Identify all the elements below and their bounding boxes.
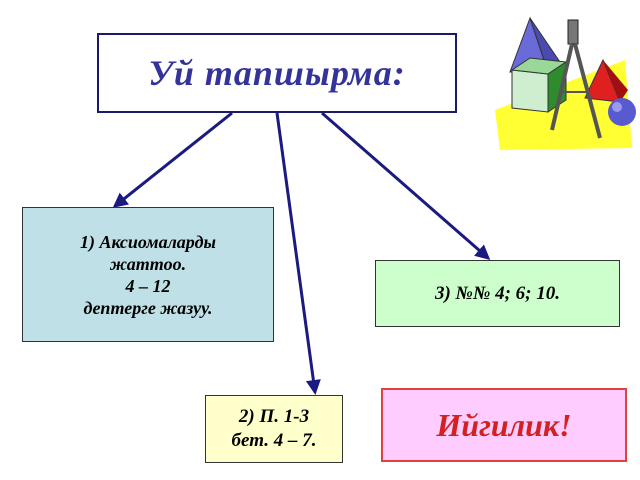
farewell-text: Ийгилик! [436, 406, 572, 443]
farewell-box: Ийгилик! [381, 388, 627, 462]
clipart-cube-front [511, 69, 549, 113]
arrow-to-task-3 [321, 111, 491, 260]
clipart-sphere [608, 98, 636, 126]
task-1-line: 1) Аксиомаларды [79, 231, 216, 252]
arrow-to-task-1 [112, 111, 233, 208]
task-1-line: 4 – 12 [125, 275, 171, 296]
clipart-compass-head [567, 19, 579, 45]
task-2-line: бет. 4 – 7. [231, 430, 317, 451]
arrow-to-task-2 [275, 112, 321, 395]
title-box: Уй тапшырма: [97, 33, 457, 113]
task-1-line: жаттоо. [109, 253, 187, 274]
task-box-2: 2) П. 1-3 бет. 4 – 7. [205, 395, 343, 463]
page-title: Уй тапшырма: [148, 53, 406, 93]
clipart-red-cone-shade [603, 60, 628, 102]
task-1-line: дептерге жазуу. [83, 297, 213, 318]
clipart-sphere-highlight [612, 102, 622, 112]
task-3-line: 3) №№ 4; 6; 10. [434, 282, 560, 304]
task-box-3: 3) №№ 4; 6; 10. [375, 260, 620, 327]
clipart-cube-side [547, 61, 567, 113]
clipart-compass-leg-left [550, 43, 574, 131]
task-box-1: 1) Аксиомаларды жаттоо. 4 – 12 дептерге … [22, 207, 274, 342]
task-2-line: 2) П. 1-3 [238, 406, 310, 427]
